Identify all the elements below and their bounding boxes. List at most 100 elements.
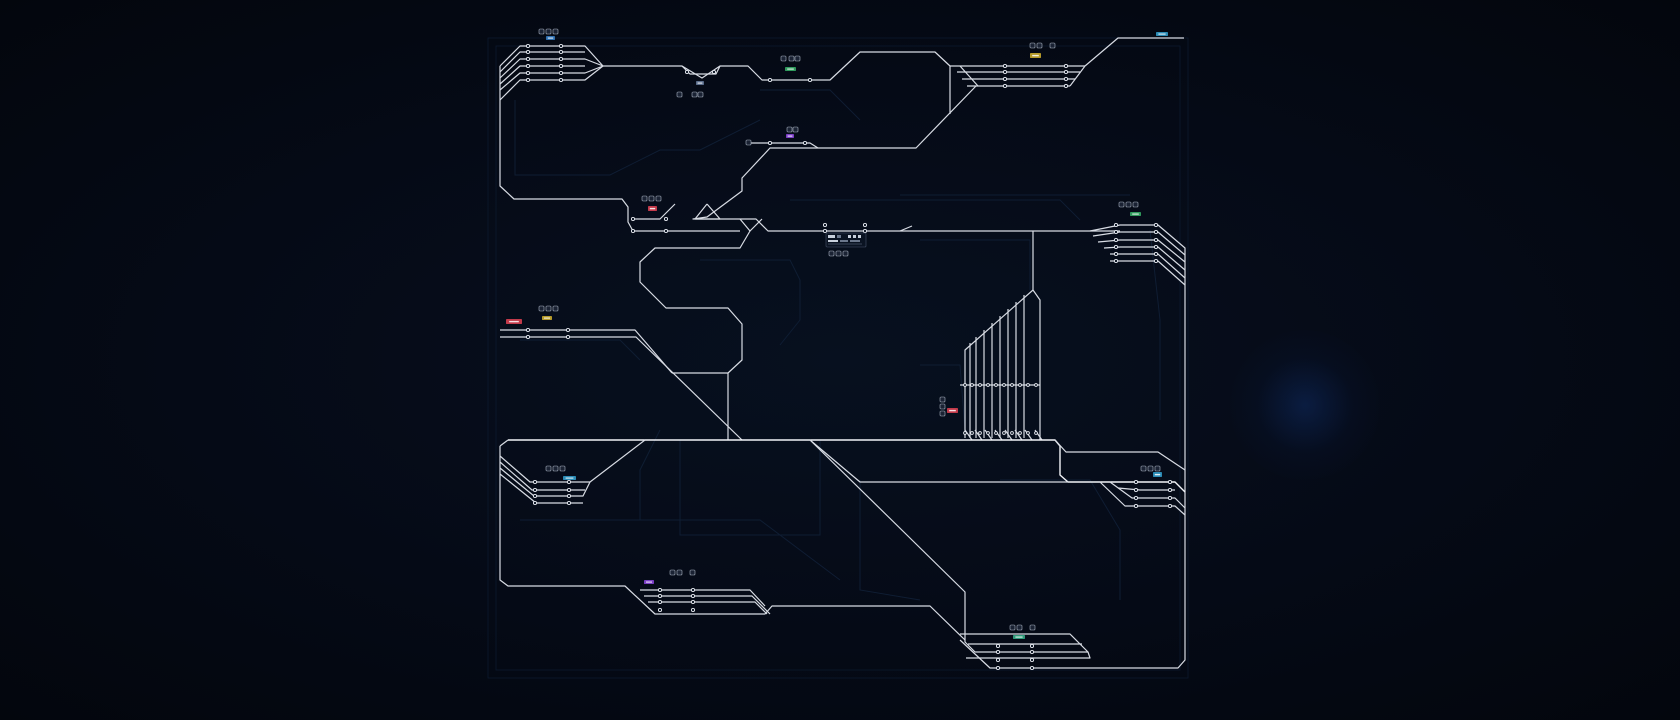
switch-node-icon [690,607,696,613]
switch-node-icon [1153,258,1159,264]
signal-icon [745,139,752,146]
switch-node-icon [684,69,690,75]
station-tag-far-ne[interactable] [1156,32,1168,36]
station-tag-text-mark [697,82,703,84]
switch-node-icon [1002,83,1008,89]
station-tag-text-mark [787,135,793,137]
station-tag-west[interactable] [542,316,552,320]
switch-node-icon [1063,69,1069,75]
switch-node-icon [565,327,571,333]
switch-nodes[interactable] [525,43,1173,671]
switch-node-icon [525,77,531,83]
switch-node-icon [995,665,1001,671]
switch-node-icon [1010,383,1014,387]
signal-icon [676,91,704,98]
switch-node-icon [1063,76,1069,82]
switch-node-icon [1153,237,1159,243]
station-tag-text-mark [544,317,550,319]
switch-node-icon [1113,237,1119,243]
switch-node-icon [963,383,967,387]
station-tag-sw1[interactable] [563,476,576,480]
station-tag-se1[interactable] [1153,472,1162,477]
switch-node-icon [802,140,808,146]
station-tag-ne[interactable] [1030,53,1041,58]
station-tag-s[interactable] [644,580,654,584]
switch-node-icon [532,479,538,485]
switch-node-icon [767,77,773,83]
switch-node-icon [690,587,696,593]
signal-icon [786,126,799,133]
station-tag-text-mark [1154,473,1161,476]
switch-node-icon [1133,495,1139,501]
signal-icon [538,28,559,35]
switch-node-icon [1113,244,1119,250]
station-tag-n1[interactable] [785,67,796,71]
switch-node-icon [1002,63,1008,69]
signal-icon [1118,201,1139,208]
station-tag-west-junction[interactable] [648,206,657,211]
switch-node-icon [994,383,998,387]
station-tag-mid[interactable] [786,134,794,138]
switch-node-icon [1010,431,1014,435]
station-tag-text-mark [1158,33,1166,35]
switch-node-icon [663,228,669,234]
switch-node-icon [558,63,564,69]
station-tag-text-mark [1032,54,1039,57]
switch-node-icon [1034,431,1038,435]
switch-node-icon [1018,431,1022,435]
switch-node-icon [565,334,571,340]
switch-node-icon [1113,251,1119,257]
station-tag-east[interactable] [1130,212,1141,216]
switch-node-icon [525,56,531,62]
switch-node-icon [767,140,773,146]
station-tag-text-mark [787,68,794,70]
track-lines[interactable] [499,37,1186,669]
switch-node-icon [822,222,828,228]
station-tag-n2[interactable] [696,81,704,85]
switch-node-icon [995,649,1001,655]
switch-node-icon [525,70,531,76]
switch-node-icon [1063,83,1069,89]
switch-node-icon [822,228,828,234]
station-tag-depot[interactable] [947,408,958,413]
switch-node-icon [657,587,663,593]
switch-node-icon [532,493,538,499]
switch-node-icon [963,431,967,435]
switch-node-icon [525,43,531,49]
switch-node-icon [525,334,531,340]
switch-node-icon [1113,258,1119,264]
station-tags[interactable] [506,32,1168,639]
switch-node-icon [978,383,982,387]
station-tag-text-mark [1132,213,1139,215]
switch-node-icon [1167,503,1173,509]
signal-icon [828,250,849,257]
switch-node-icon [862,222,868,228]
station-tag-se[interactable] [1013,635,1025,639]
switch-node-icon [532,487,538,493]
switch-node-icon [1133,503,1139,509]
signal-icon [1009,624,1036,631]
switch-node-icon [630,216,636,222]
switch-node-icon [1026,431,1030,435]
switch-node-icon [1034,383,1038,387]
switch-node-icon [1002,383,1006,387]
station-tag-nw[interactable] [546,36,555,40]
switch-node-icon [566,500,572,506]
switch-node-icon [690,593,696,599]
switch-node-icon [630,228,636,234]
station-tag-west-red[interactable] [506,319,522,324]
switch-node-icon [1153,222,1159,228]
station-tag-text-mark [565,477,574,479]
switch-node-icon [995,643,1001,649]
switch-node-icon [657,599,663,605]
info-panel-icon[interactable] [825,232,867,248]
signal-icon [545,465,566,472]
switch-node-icon [1018,383,1022,387]
switch-node-icon [1002,431,1006,435]
ghost-routes [487,37,1189,679]
signal-clusters[interactable] [538,28,1161,631]
switch-node-icon [657,593,663,599]
switch-node-icon [558,43,564,49]
